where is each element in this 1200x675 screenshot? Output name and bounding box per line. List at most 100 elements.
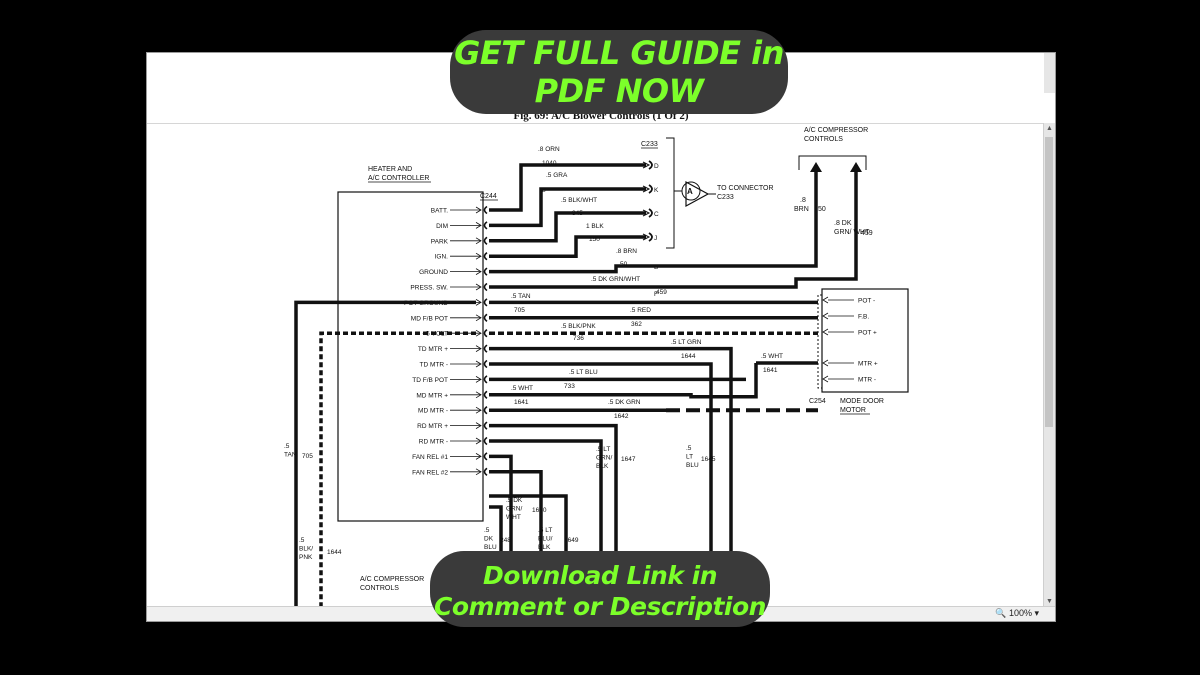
compressor-arrow-1-icon bbox=[810, 162, 822, 172]
c244-terminal-icon bbox=[483, 298, 488, 307]
mode-door-motor: POT -F.B.POT +MTR +MTR - C254 MODE DOOR … bbox=[809, 288, 909, 415]
wire-color-label: .5 BLK/PNK bbox=[561, 323, 596, 330]
c244-terminal-icon bbox=[483, 313, 488, 322]
mode-door-label-2: MOTOR bbox=[840, 407, 866, 414]
c244-terminal-icon bbox=[483, 329, 488, 338]
promo-banner-bottom[interactable]: Download Link in Comment or Description bbox=[430, 551, 770, 627]
controller-title-line2: A/C CONTROLLER bbox=[368, 175, 429, 182]
pin-arrow-icon bbox=[475, 360, 482, 368]
heater-ac-controller: HEATER AND A/C CONTROLLER BATT.DIMPARKIG… bbox=[337, 166, 488, 522]
scroll-up-icon[interactable]: ▲ bbox=[1046, 125, 1053, 132]
md-pin-label: POT + bbox=[858, 330, 877, 337]
c233-arrow-icon bbox=[642, 185, 651, 193]
wire-color-label: .5 DK GRN bbox=[608, 399, 641, 406]
c233-pin-letter: C bbox=[654, 211, 659, 218]
controller-pin-label: MD F/B POT bbox=[411, 315, 448, 322]
controller-pin-label: PRESS. SW. bbox=[410, 285, 448, 292]
wire-color-label: 1 BLK bbox=[586, 223, 604, 230]
wire bbox=[489, 211, 646, 243]
wire-circuit-number: 362 bbox=[631, 321, 642, 328]
mode-door-pins: POT -F.B.POT +MTR +MTR - bbox=[822, 296, 878, 384]
controller-pin-label: RD MTR + bbox=[417, 423, 448, 430]
pin-arrow-icon bbox=[475, 345, 482, 352]
mode-door-box bbox=[821, 288, 909, 393]
scrollbar-thumb[interactable] bbox=[1045, 137, 1053, 427]
pin-arrow-icon bbox=[475, 391, 482, 399]
wire-circuit-number: 1641 bbox=[763, 367, 778, 374]
vwire-lt-grn-blk-circuit: 1647 bbox=[621, 456, 636, 463]
wire-circuit-number: 1641 bbox=[514, 399, 529, 406]
md-pin-label: MTR + bbox=[858, 361, 878, 368]
ac-compressor-controls-top: A/C COMPRESSOR CONTROLS .8 BRN 50 .8 DK … bbox=[794, 127, 873, 237]
comp-wire2-circuit: 459 bbox=[861, 230, 873, 237]
banner-top-line1: GET FULL GUIDE in bbox=[454, 34, 784, 72]
to-connector-label-2: C233 bbox=[717, 194, 734, 201]
c254-label: C254 bbox=[809, 398, 826, 405]
zoom-level[interactable]: 🔍 100% ▾ bbox=[995, 608, 1039, 618]
vwire-dk-blu-label: .5 bbox=[484, 527, 490, 534]
vwire-lt-grn-blk-label: BLK bbox=[596, 463, 609, 470]
c233-pin-letter: F bbox=[654, 291, 658, 298]
wire-circuit-number: 50 bbox=[620, 261, 628, 268]
c244-terminal-icon bbox=[483, 282, 488, 292]
c244-terminal-icon bbox=[483, 205, 488, 215]
controller-pin-label: FAN REL #1 bbox=[412, 454, 448, 461]
md-pin-label: F.B. bbox=[858, 314, 869, 321]
vertical-scrollbar[interactable]: ▲ ▼ bbox=[1043, 123, 1055, 607]
c244-terminal-icon bbox=[483, 236, 488, 245]
c233-pin-letter: K bbox=[654, 187, 659, 194]
vwire-lt-blu-label: BLU bbox=[686, 462, 699, 469]
compressor-arrow-2-icon bbox=[850, 162, 862, 172]
wiring-diagram: HEATER AND A/C CONTROLLER BATT.DIMPARKIG… bbox=[284, 127, 909, 606]
comp-wire2-gauge: .8 DK bbox=[834, 220, 852, 227]
vwire-blk-pnk-label: .5 bbox=[299, 537, 305, 544]
c244-terminal-icon bbox=[483, 390, 488, 399]
c244-terminal-icon bbox=[483, 406, 488, 415]
to-connector-arrow-icon bbox=[685, 180, 710, 208]
wire-circuit-number: 8 bbox=[542, 187, 546, 194]
top-scrollbar[interactable] bbox=[1044, 53, 1055, 93]
c233-pin-letter: D bbox=[654, 163, 659, 170]
comp-wire1-color: BRN bbox=[794, 206, 809, 213]
md-pin-arrow-icon bbox=[822, 375, 829, 383]
promo-banner-top[interactable]: GET FULL GUIDE in PDF NOW bbox=[450, 30, 788, 114]
vwire-dk-blu-label: BLU bbox=[484, 544, 497, 551]
controller-pin-label: FAN REL #2 bbox=[412, 469, 448, 476]
c244-terminal-icon bbox=[483, 421, 488, 430]
banner-top-line2: PDF NOW bbox=[534, 72, 704, 110]
c244-terminal-icon bbox=[483, 452, 488, 461]
banner-bottom-line1: Download Link in bbox=[482, 561, 718, 590]
md-pin-label: POT - bbox=[858, 298, 875, 305]
c233-terminal-icon bbox=[648, 208, 653, 218]
wire-color-label: .5 RED bbox=[630, 307, 651, 314]
controller-pin-label: TD MTR + bbox=[418, 346, 448, 353]
scroll-down-icon[interactable]: ▼ bbox=[1046, 598, 1053, 605]
vwire-lt-blu-blk-label: BLK bbox=[538, 544, 551, 551]
pin-arrow-icon bbox=[475, 376, 482, 383]
controller-title-line1: HEATER AND bbox=[368, 166, 412, 173]
controller-pin-label: TD MTR - bbox=[419, 362, 448, 369]
c233-arrow-icon bbox=[642, 233, 651, 241]
controller-pin-label: IGN. bbox=[435, 254, 449, 261]
c233-terminal-icon bbox=[648, 184, 653, 194]
wire bbox=[489, 423, 618, 606]
wire-circuit-number: 733 bbox=[564, 383, 575, 390]
wire-circuit-number: 459 bbox=[656, 289, 667, 296]
mode-door-label-1: MODE DOOR bbox=[840, 398, 884, 405]
wire-circuit-number: 1642 bbox=[614, 413, 629, 420]
c244-terminal-icon bbox=[483, 252, 488, 261]
wire-color-label: .5 LT GRN bbox=[671, 339, 702, 346]
wire-color-label: .5 TAN bbox=[511, 293, 531, 300]
md-pin-arrow-icon bbox=[822, 296, 829, 304]
pin-arrow-icon bbox=[475, 437, 482, 445]
zoom-value: 100% bbox=[1008, 608, 1032, 618]
connector-c244-label: C244 bbox=[480, 193, 497, 200]
c244-terminal-icon bbox=[483, 359, 488, 369]
vwire-blk-pnk-label: BLK/ bbox=[299, 546, 313, 553]
vwire-dk-grn-wht-label: GRN/ bbox=[506, 506, 522, 513]
wire bbox=[294, 300, 476, 606]
wire-circuit-number: 1644 bbox=[681, 353, 696, 360]
c233-arrow-icon bbox=[642, 161, 651, 169]
